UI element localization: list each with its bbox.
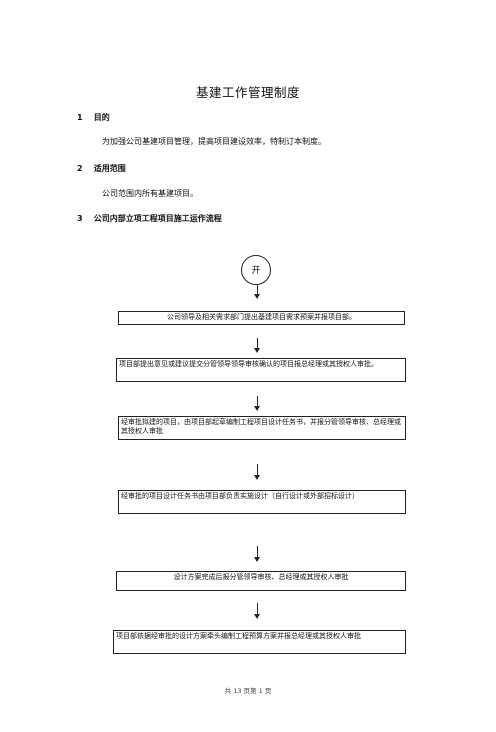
flow-arrow-4 [254, 464, 260, 480]
document-title: 基建工作管理制度 [195, 85, 300, 100]
flow-arrow-2 [254, 338, 260, 353]
flow-arrow-1 [254, 285, 260, 299]
section-2-title: 适用范围 [93, 164, 126, 173]
flow-step-4: 经审批的项目设计任务书由项目部负责实施设计（自行设计或外部招标设计） [118, 490, 406, 514]
section-1-body: 为加强公司基建项目管理，提高项目建设效率，特制订本制度。 [102, 137, 326, 146]
section-3-number: 3 [77, 214, 83, 223]
flow-step-5: 设计方案完成后报分管领导审核、总经理或其授权人审批 [116, 571, 406, 591]
flow-step-1: 公司领导及相关需求部门提出基建项目需求预案并报项目部。 [118, 311, 405, 325]
page-footer: 共 13 页第 1 页 [224, 687, 272, 695]
section-2-body: 公司范围内所有基建项目。 [102, 189, 198, 198]
flow-step-3: 经审批拟建的项目，由项目部起草编制工程项目设计任务书，并报分管领导审核、总经理或… [118, 416, 406, 440]
flow-start-node: 开 [241, 255, 271, 285]
flow-arrow-3 [254, 396, 260, 411]
flow-step-6: 项目部依据经审批的设计方案牵头编制工程预算方案并报总经理或其授权人审批 [113, 630, 406, 654]
section-3-heading: 3 公司内部立项工程项目施工运作流程 [77, 213, 222, 224]
flow-step-2: 项目部提出意见或建议提交分管领导领导审核确认的项目报总经理或其授权人审批。 [116, 358, 406, 382]
section-1-title: 目的 [93, 113, 110, 122]
section-1-number: 1 [77, 113, 83, 122]
section-1-heading: 1 目的 [77, 112, 110, 123]
section-3-title: 公司内部立项工程项目施工运作流程 [93, 214, 222, 223]
section-2-number: 2 [77, 164, 83, 173]
flow-arrow-5 [254, 546, 260, 562]
section-2-heading: 2 适用范围 [77, 163, 126, 174]
flow-arrow-6 [254, 603, 260, 619]
